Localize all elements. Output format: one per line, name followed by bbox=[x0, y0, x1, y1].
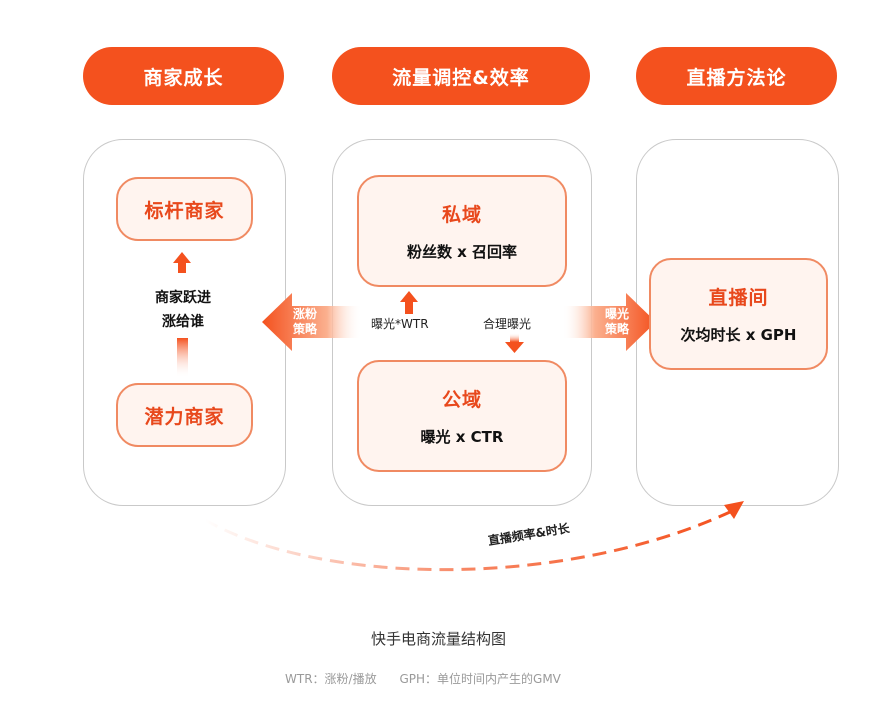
center-down-bar bbox=[510, 333, 519, 342]
right-strategy-arrow bbox=[562, 293, 656, 351]
card-benchmark-merchant: 标杆商家 bbox=[116, 177, 253, 241]
diagram-caption: 快手电商流量结构图 bbox=[370, 630, 506, 648]
curve-arrow-head bbox=[724, 501, 744, 519]
left-arrow-label-line1: 涨粉 bbox=[292, 307, 317, 321]
curve-dashed-arrow bbox=[204, 510, 731, 572]
card-public-domain: 公域 曝光 x CTR bbox=[357, 360, 567, 472]
left-arrow-label-line2: 策略 bbox=[292, 322, 317, 336]
public-domain-formula: 曝光 x CTR bbox=[420, 428, 504, 446]
label-reasonable-exposure: 合理曝光 bbox=[483, 317, 532, 331]
right-arrow-label: 曝光 策略 bbox=[602, 307, 632, 337]
left-up-bar-bottom bbox=[177, 338, 188, 378]
left-strategy-arrow bbox=[262, 293, 362, 351]
card-private-domain: 私域 粉丝数 x 召回率 bbox=[357, 175, 567, 287]
public-domain-title: 公域 bbox=[441, 389, 482, 411]
label-exposure-wtr: 曝光*WTR bbox=[371, 317, 429, 331]
right-arrow-label-line2: 策略 bbox=[604, 322, 629, 336]
merchant-leap-line2: 涨给谁 bbox=[162, 314, 204, 330]
card-potential-merchant-label: 潜力商家 bbox=[144, 405, 225, 428]
live-room-title: 直播间 bbox=[708, 287, 769, 309]
card-benchmark-merchant-label: 标杆商家 bbox=[144, 199, 225, 222]
center-down-arrow bbox=[505, 342, 524, 353]
live-room-formula: 次均时长 x GPH bbox=[680, 326, 797, 344]
left-up-arrow-top bbox=[173, 252, 191, 273]
center-up-arrow bbox=[400, 291, 418, 314]
card-potential-merchant: 潜力商家 bbox=[116, 383, 253, 447]
header-traffic-efficiency: 流量调控&效率 bbox=[332, 47, 590, 105]
private-domain-title: 私域 bbox=[441, 204, 482, 226]
merchant-leap-text: 商家跃进 涨给谁 bbox=[113, 286, 253, 334]
header-merchant-growth: 商家成长 bbox=[83, 47, 284, 105]
merchant-leap-line1: 商家跃进 bbox=[155, 290, 211, 306]
right-arrow-label-line1: 曝光 bbox=[604, 307, 629, 321]
private-domain-formula: 粉丝数 x 召回率 bbox=[406, 243, 518, 261]
header-live-methodology: 直播方法论 bbox=[636, 47, 837, 105]
left-arrow-label: 涨粉 策略 bbox=[290, 307, 320, 337]
card-live-room: 直播间 次均时长 x GPH bbox=[649, 258, 828, 370]
footnote: WTR：涨粉/播放 GPH：单位时间内产生的GMV bbox=[285, 672, 561, 686]
